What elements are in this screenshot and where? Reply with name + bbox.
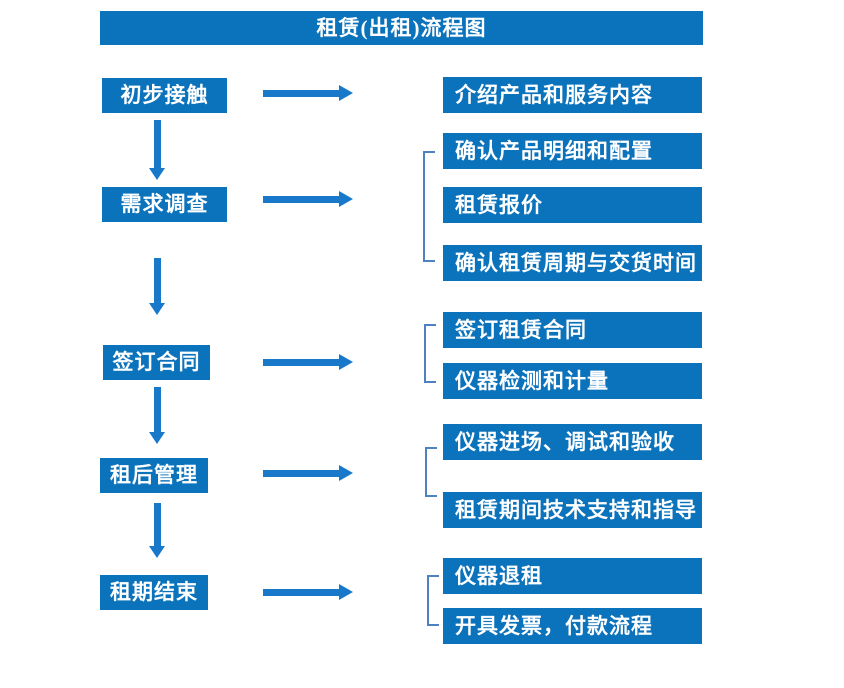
arrow-right-icon: [263, 191, 353, 207]
detail-box: 开具发票，付款流程: [443, 608, 702, 644]
arrow-right-icon: [263, 85, 353, 101]
stage-box-post-rental-management: 租后管理: [100, 458, 208, 493]
arrow-right-icon: [263, 584, 353, 600]
stage-box-rental-end: 租期结束: [100, 575, 208, 610]
detail-box: 租赁报价: [443, 187, 702, 223]
arrow-down-icon: [149, 258, 165, 315]
detail-box: 确认租赁周期与交货时间: [443, 245, 702, 281]
detail-box: 租赁期间技术支持和指导: [443, 492, 702, 528]
detail-box: 仪器退租: [443, 558, 702, 594]
flowchart-title: 租赁(出租)流程图: [100, 11, 703, 45]
stage-box-initial-contact: 初步接触: [102, 78, 227, 113]
bracket-connector: [424, 324, 436, 383]
arrow-right-icon: [263, 354, 353, 370]
detail-box: 仪器进场、调试和验收: [443, 424, 702, 460]
arrow-right-icon: [263, 465, 353, 481]
detail-box: 签订租赁合同: [443, 312, 702, 348]
detail-box: 确认产品明细和配置: [443, 133, 702, 169]
bracket-connector: [427, 575, 439, 626]
bracket-connector: [423, 151, 435, 262]
bracket-connector: [425, 447, 437, 497]
stage-box-demand-survey: 需求调查: [102, 187, 227, 222]
arrow-down-icon: [149, 503, 165, 558]
stage-box-sign-contract: 签订合同: [103, 345, 210, 380]
arrow-down-icon: [149, 120, 165, 180]
arrow-down-icon: [149, 387, 165, 444]
detail-box: 介绍产品和服务内容: [443, 77, 702, 113]
detail-box: 仪器检测和计量: [443, 363, 702, 399]
